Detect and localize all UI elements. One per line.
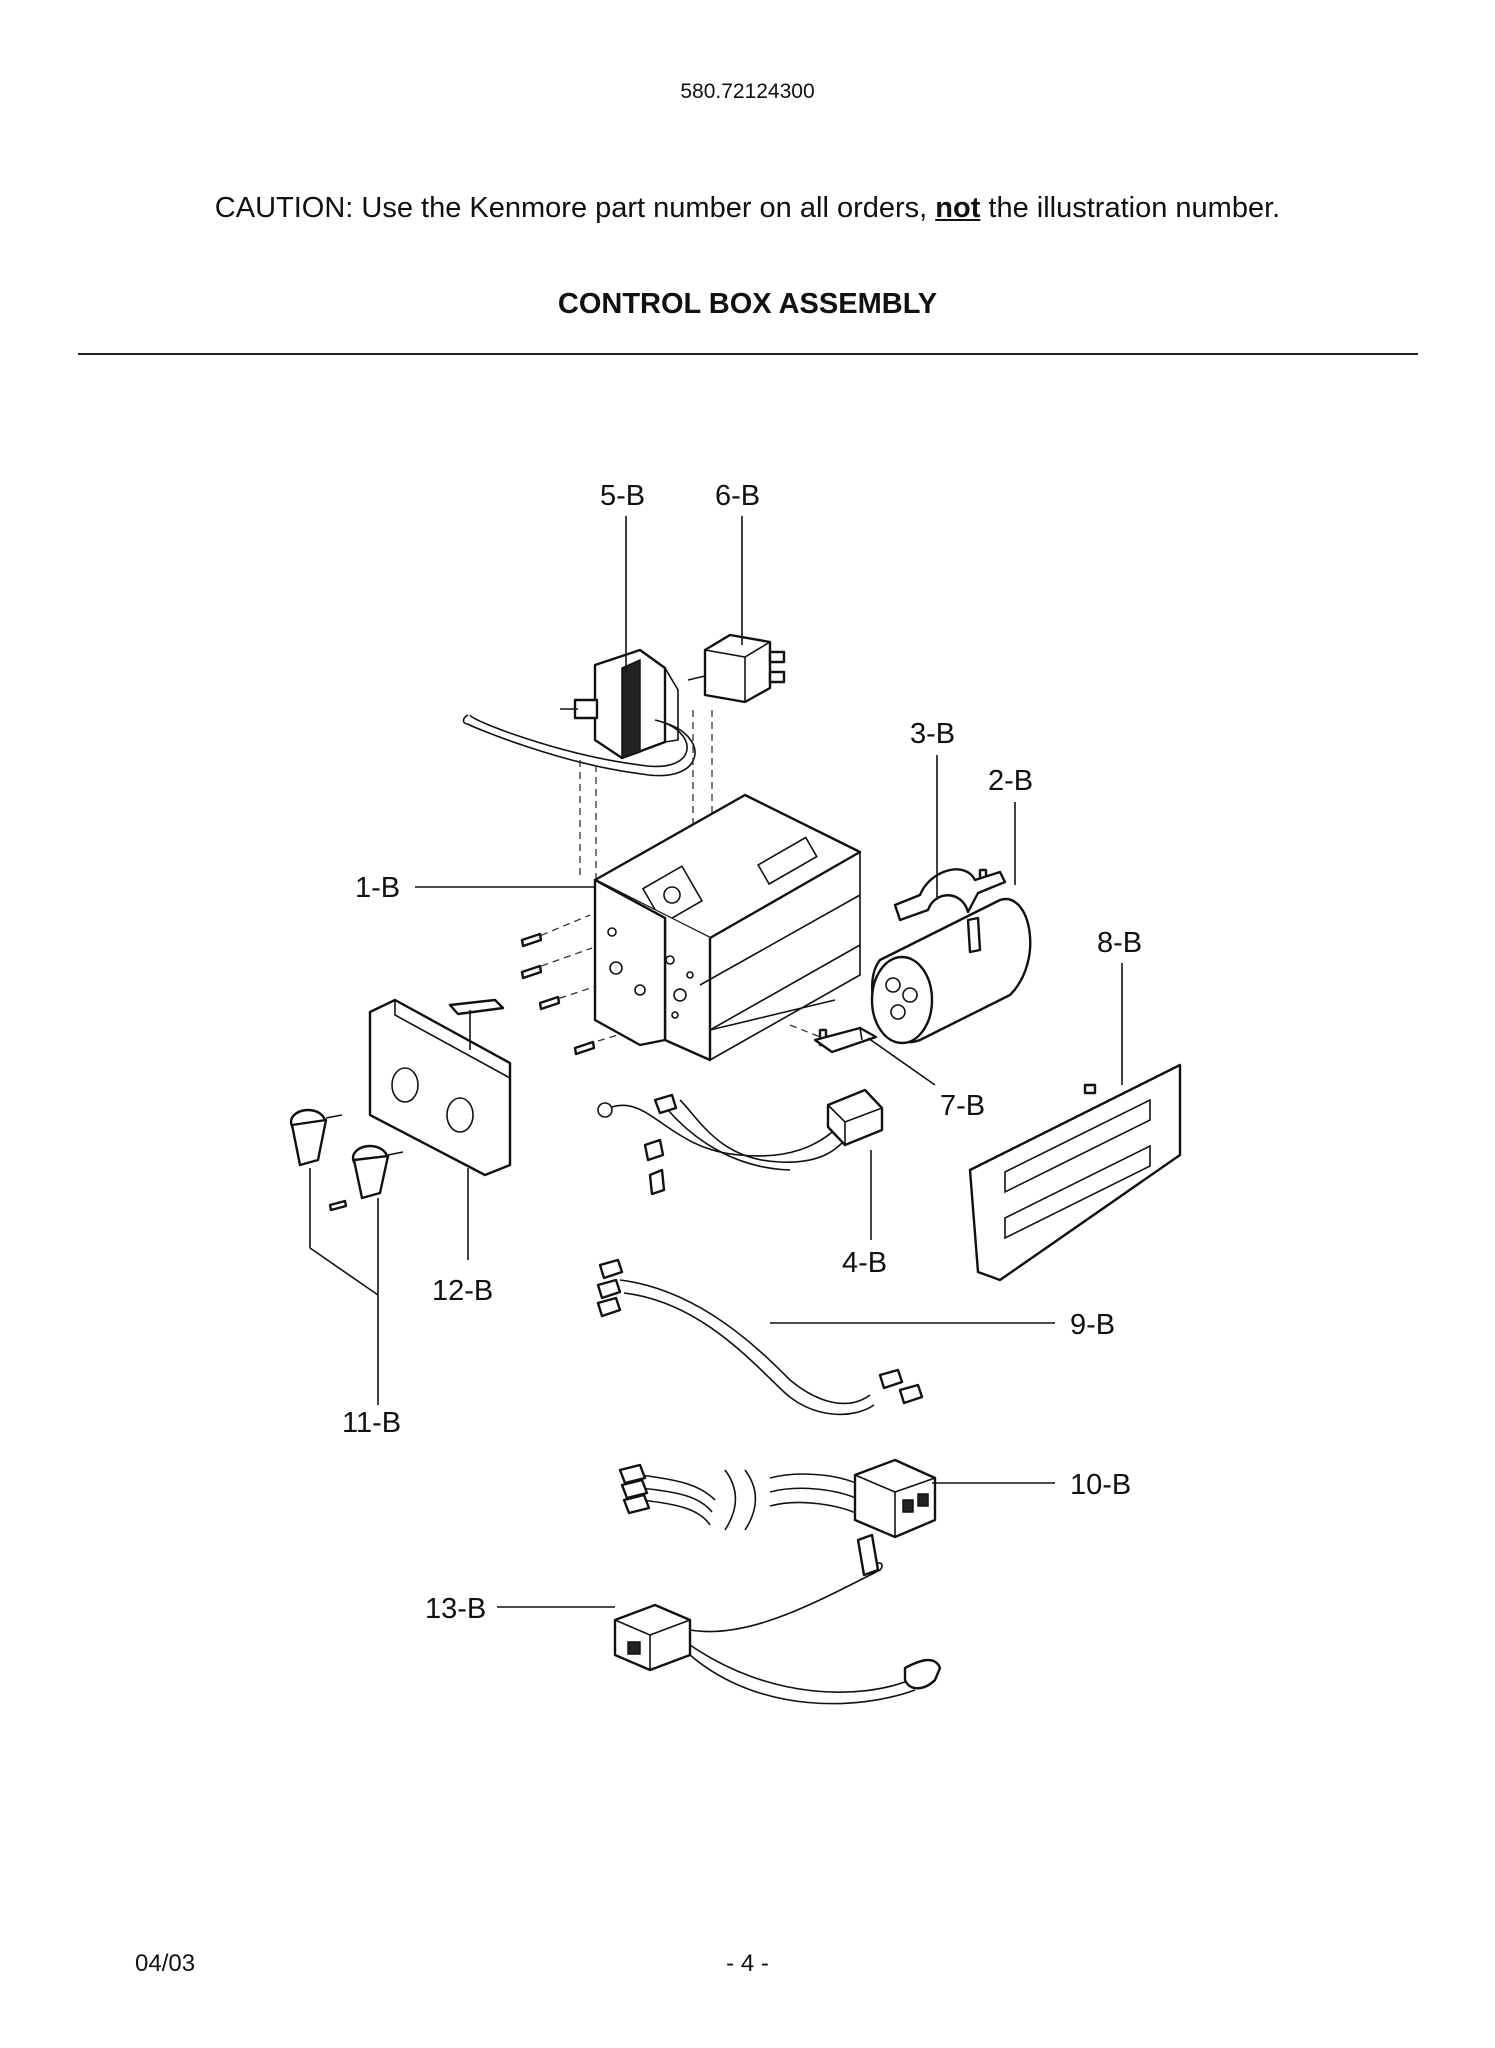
caution-emphasis: not xyxy=(935,192,981,224)
footer-page-number: - 4 - xyxy=(726,1950,769,1977)
part-9b-wire xyxy=(596,1258,924,1416)
callout-2b: 2-B xyxy=(988,765,1033,797)
caution-suffix: the illustration number. xyxy=(980,192,1281,224)
part-6b-relay xyxy=(687,633,786,704)
part-2b-capacitor xyxy=(870,897,1032,1045)
part-7b-clip xyxy=(813,1026,878,1054)
part-10b-harness xyxy=(618,1458,937,1539)
callout-5b: 5-B xyxy=(600,480,645,512)
callout-leader-lines xyxy=(309,516,1123,1608)
part-1b-chassis xyxy=(593,793,862,1062)
callout-11b: 11-B xyxy=(342,1407,401,1439)
callout-labels: 5-B 6-B 3-B 2-B 1-B 8-B 7-B 4-B 12-B 9-B… xyxy=(342,480,1142,1625)
callout-1b: 1-B xyxy=(355,872,400,904)
callout-9b: 9-B xyxy=(1070,1309,1115,1341)
callout-12b: 12-B xyxy=(432,1275,493,1307)
part-11b-knobs xyxy=(289,1108,404,1200)
callout-4b: 4-B xyxy=(842,1247,887,1279)
part-13b-harness xyxy=(613,1533,942,1705)
callout-3b: 3-B xyxy=(910,718,955,750)
part-4b-harness xyxy=(597,1088,884,1196)
caution-prefix: CAUTION: Use the Kenmore part number on … xyxy=(214,192,936,224)
callout-8b: 8-B xyxy=(1097,927,1142,959)
caution-note: CAUTION: Use the Kenmore part number on … xyxy=(0,192,1495,225)
callout-13b: 13-B xyxy=(425,1593,486,1625)
part-3b-clamp xyxy=(893,868,1007,922)
part-8b-cover-plate xyxy=(968,1063,1182,1282)
part-12b-front-bracket xyxy=(368,998,512,1177)
callout-7b: 7-B xyxy=(940,1090,985,1122)
title-divider xyxy=(78,353,1418,355)
footer-date: 04/03 xyxy=(135,1950,196,1977)
page-title: CONTROL BOX ASSEMBLY xyxy=(557,288,938,320)
callout-6b: 6-B xyxy=(715,480,760,512)
part-5b-switch xyxy=(462,648,696,777)
callout-10b: 10-B xyxy=(1070,1469,1131,1501)
model-number: 580.72124300 xyxy=(680,80,815,103)
